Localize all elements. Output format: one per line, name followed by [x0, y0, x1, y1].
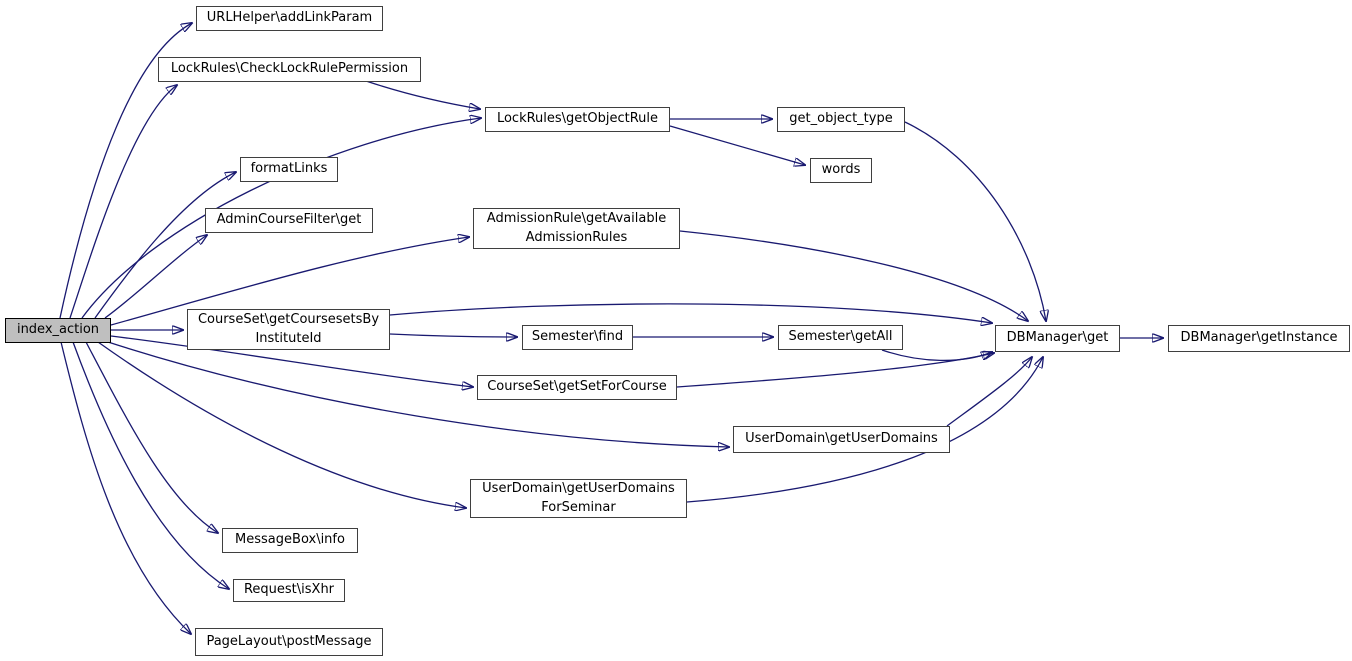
node-semester-getall[interactable]: Semester\getAll — [778, 325, 903, 350]
edge-semestergetall-to-dbmanagerget — [881, 349, 992, 362]
edge-getobjectrule-to-words — [669, 125, 805, 165]
node-userdomain-getuserdomains[interactable]: UserDomain\getUserDomains — [733, 426, 950, 453]
edge-get-object-type-to-dbmanagerget — [904, 121, 1046, 321]
edge-getuserdomains-to-dbmanagerget — [946, 357, 1032, 427]
node-courseset-getcoursesetsbyinstituteid[interactable]: CourseSet\getCoursesetsBy InstituteId — [187, 309, 390, 350]
edge-index-action-to-getuserdomains — [107, 341, 729, 447]
node-request-isxhr[interactable]: Request\isXhr — [233, 579, 345, 602]
node-courseset-getsetforcourse[interactable]: CourseSet\getSetForCourse — [477, 375, 677, 400]
node-messagebox-info[interactable]: MessageBox\info — [222, 528, 358, 553]
node-index-action[interactable]: index_action — [5, 318, 111, 343]
edge-index-action-to-checklock — [69, 85, 177, 319]
node-userdomain-getuserdomainsforseminar[interactable]: UserDomain\getUserDomains ForSeminar — [470, 479, 687, 518]
edge-checklock-to-getobjectrule — [365, 80, 480, 109]
edge-getsetforcourse-to-dbmanagerget — [676, 353, 994, 388]
node-lockrules-checklockrulepermission[interactable]: LockRules\CheckLockRulePermission — [158, 57, 421, 82]
edge-index-action-to-requestisxhr — [72, 341, 229, 589]
edge-index-action-to-getobjectrule — [81, 118, 481, 319]
node-lockrules-getobjectrule[interactable]: LockRules\getObjectRule — [485, 107, 670, 132]
edge-index-action-to-pagelayout — [60, 341, 191, 634]
edge-index-action-to-getsetforcourse — [110, 335, 473, 387]
edge-index-action-to-getuserdomainsforseminar — [97, 341, 466, 508]
node-admincoursefilter-get[interactable]: AdminCourseFilter\get — [205, 208, 373, 233]
edge-coursesetsby-to-semesterfind — [389, 334, 517, 337]
node-dbmanager-getinstance[interactable]: DBManager\getInstance — [1168, 325, 1350, 352]
edge-index-action-to-messagebox — [85, 341, 218, 533]
edge-coursesetsby-to-dbmanagerget — [389, 303, 992, 323]
node-urlhelper-addlinkparam[interactable]: URLHelper\addLinkParam — [196, 6, 383, 31]
node-get-object-type[interactable]: get_object_type — [777, 107, 905, 132]
node-formatlinks[interactable]: formatLinks — [240, 157, 338, 182]
edge-index-action-to-admissionrule — [110, 237, 469, 326]
node-semester-find[interactable]: Semester\find — [522, 325, 633, 350]
edge-index-action-to-urlhelper — [59, 23, 192, 319]
edge-admissionrule-to-dbmanagerget — [679, 230, 1028, 321]
node-dbmanager-get[interactable]: DBManager\get — [995, 325, 1120, 352]
node-admissionrule-getavailableadmissionrules[interactable]: AdmissionRule\getAvailable AdmissionRule… — [473, 208, 680, 249]
edge-getuserdomainsforseminar-to-dbmanagerget — [686, 357, 1043, 503]
edge-index-action-to-formatlinks — [94, 172, 236, 319]
node-pagelayout-postmessage[interactable]: PageLayout\postMessage — [195, 628, 383, 656]
edge-index-action-to-admincoursefilter — [104, 235, 207, 319]
node-words[interactable]: words — [810, 158, 872, 183]
